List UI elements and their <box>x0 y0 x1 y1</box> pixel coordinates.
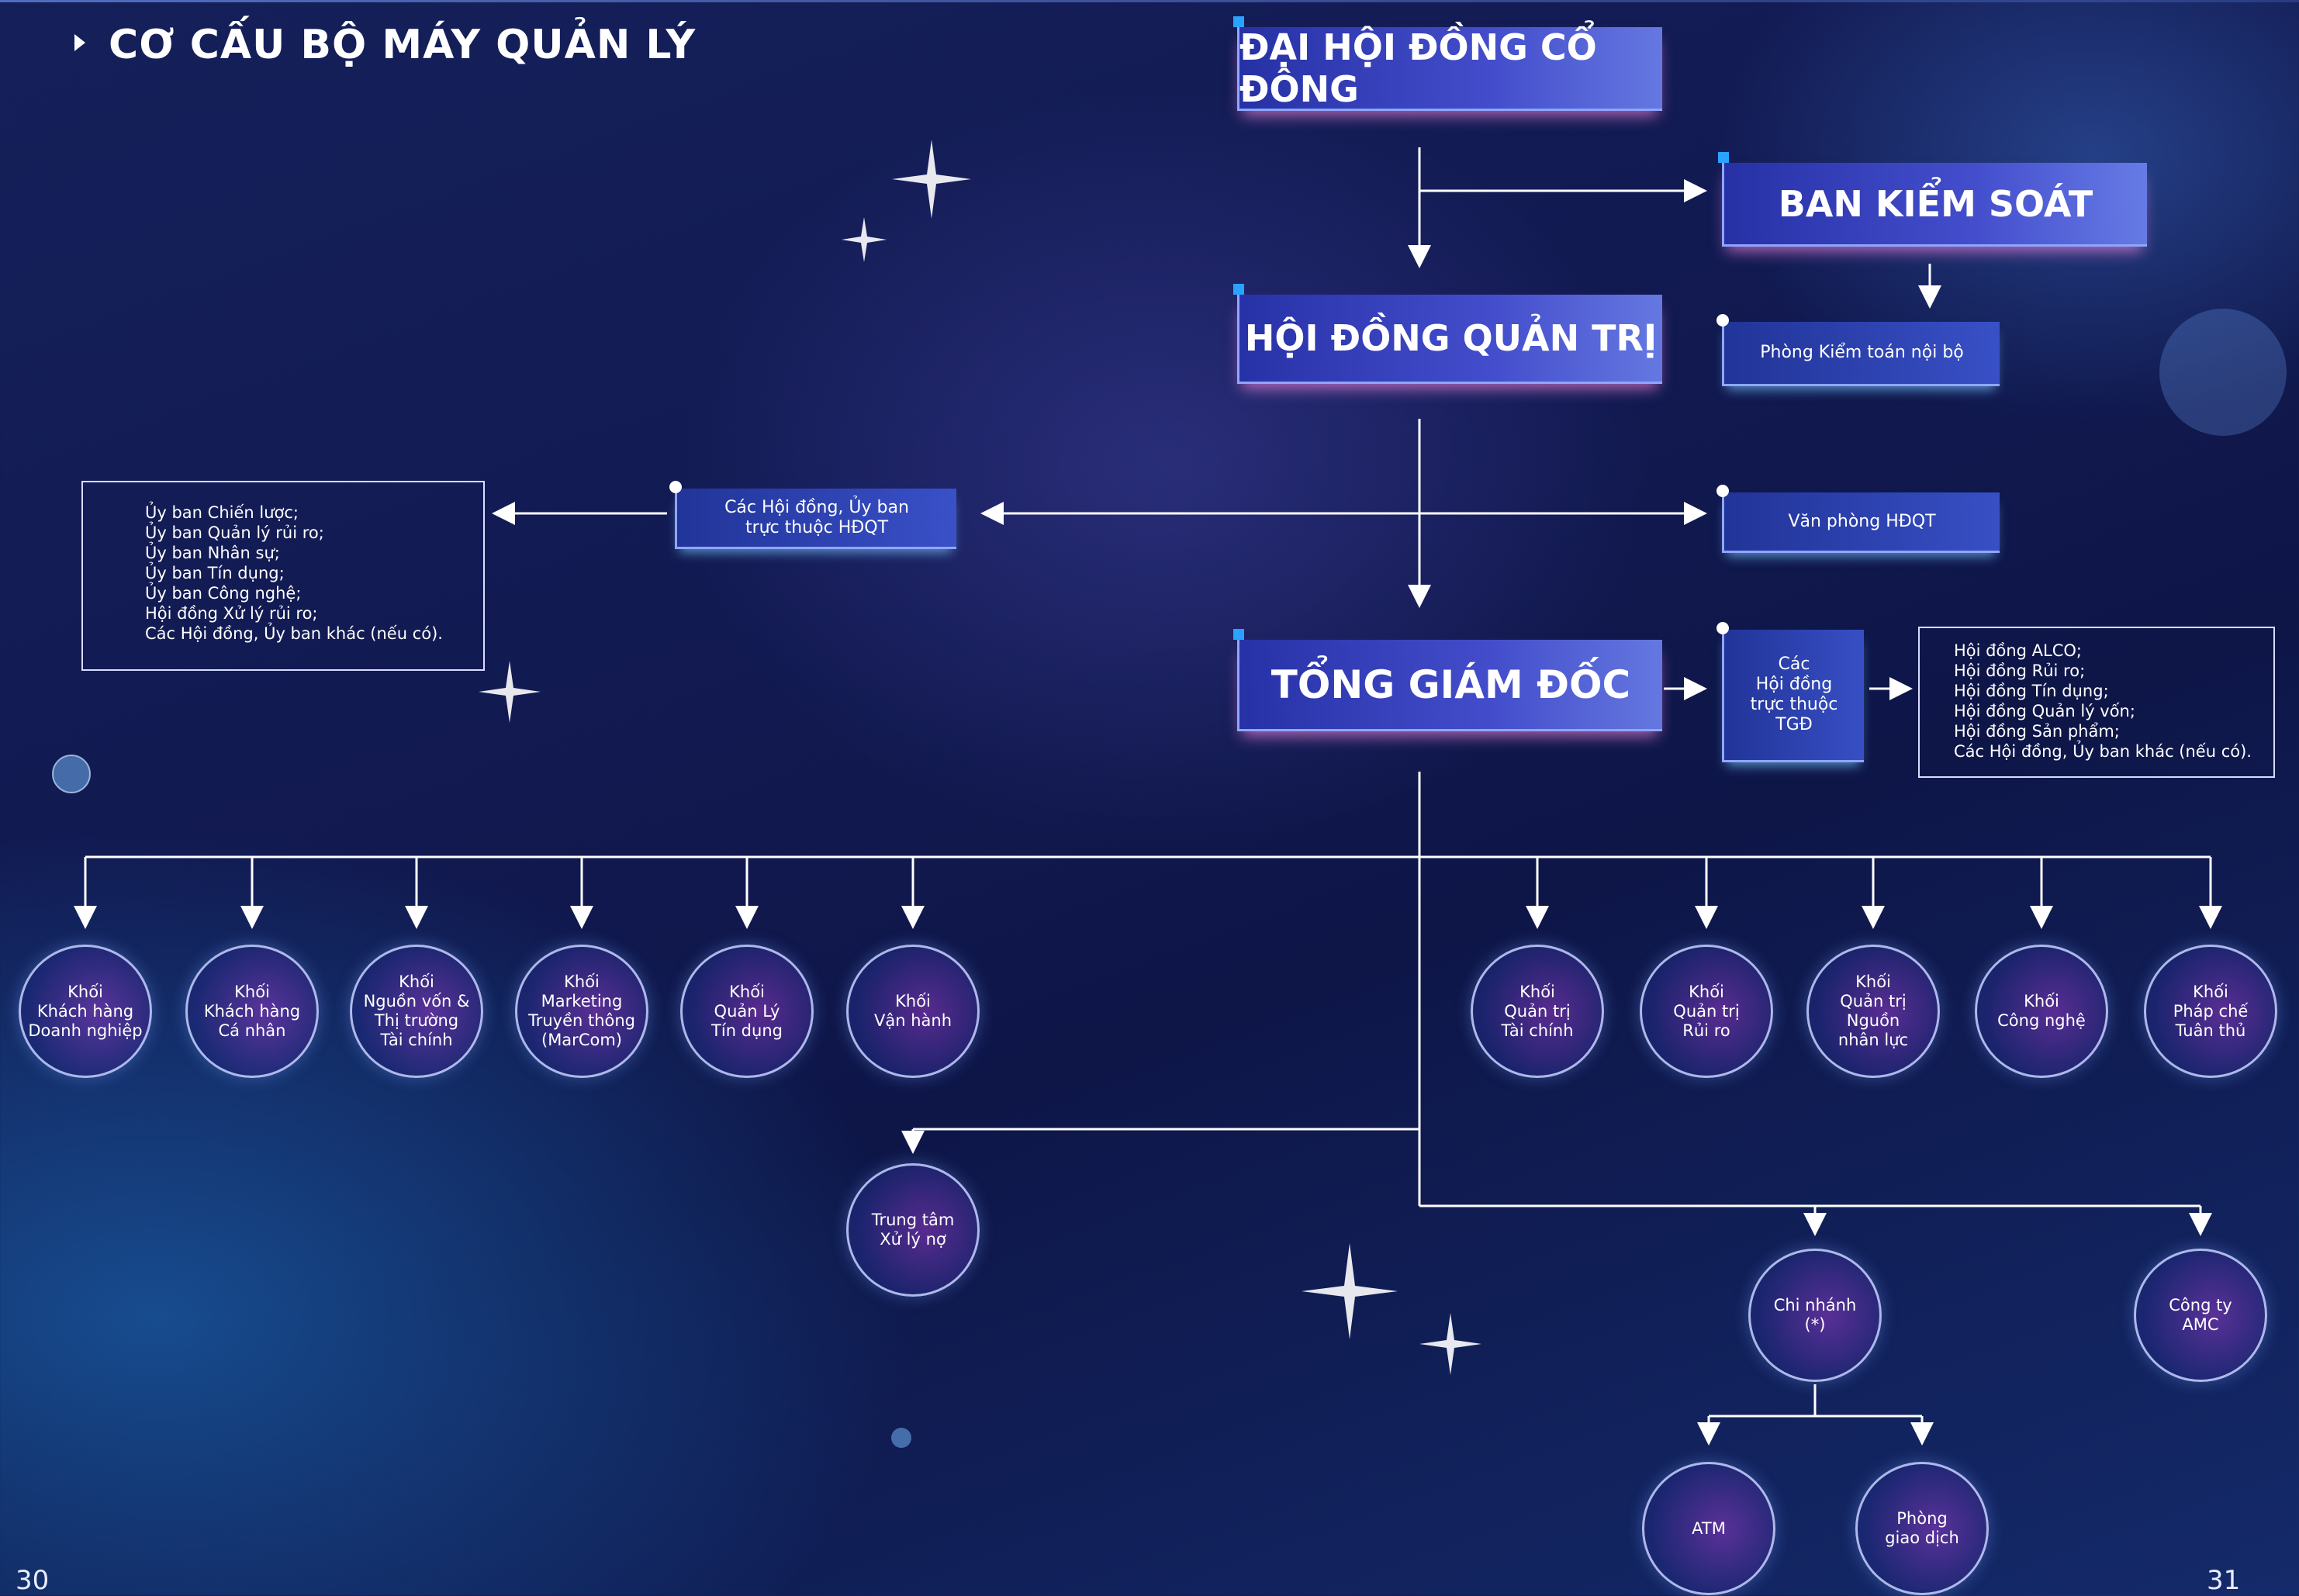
box-label: TỔNG GIÁM ĐỐC <box>1270 662 1631 707</box>
page-title: CƠ CẤU BỘ MÁY QUẢN LÝ <box>109 22 697 68</box>
hdqt-committee-list: Ủy ban Chiến lược; Ủy ban Quản lý rủi ro… <box>81 481 485 671</box>
circle-label: ATM <box>1692 1518 1726 1538</box>
box-van-phong-hdqt: Văn phòng HĐQT <box>1716 485 2000 553</box>
circle-label: Khối Nguồn vốn & Thị trường Tài chính <box>363 972 470 1049</box>
list-item: Các Hội đồng, Ủy ban khác (nếu có). <box>1954 742 2252 761</box>
unit-phong-giao-dich: Phòng giao dịch <box>1855 1462 1989 1595</box>
node-dot <box>1716 314 1729 326</box>
block-marketing: Khối Marketing Truyền thông (MarCom) <box>515 945 648 1078</box>
circle-label: Phòng giao dịch <box>1885 1509 1959 1547</box>
circle-label: Khối Quản trị Rủi ro <box>1673 982 1740 1040</box>
list-item: Hội đồng Rủi ro; <box>1954 662 2086 680</box>
block-nguon-von-thi-truong: Khối Nguồn vốn & Thị trường Tài chính <box>350 945 483 1078</box>
circle-label: Trung tâm Xử lý nợ <box>871 1211 955 1249</box>
block-quan-tri-rui-ro: Khối Quản trị Rủi ro <box>1640 945 1773 1078</box>
box-hoi-dong-uy-ban-hdqt: Các Hội đồng, Ủy ban trực thuộc HĐQT <box>669 481 956 549</box>
circle-label: Công ty AMC <box>2169 1296 2232 1334</box>
list-item: Các Hội đồng, Ủy ban khác (nếu có). <box>145 624 443 643</box>
list-item: Hội đồng Quản lý vốn; <box>1954 702 2135 720</box>
circle-label: Khối Quản trị Nguồn nhân lực <box>1837 972 1909 1049</box>
box-ban-kiem-soat: BAN KIỂM SOÁT <box>1718 152 2147 247</box>
corner-marker <box>1233 629 1244 640</box>
circle-label: Khối Công nghệ <box>1997 992 2086 1030</box>
block-phap-che-tuan-thu: Khối Pháp chế Tuân thủ <box>2144 945 2277 1078</box>
block-quan-tri-tai-chinh: Khối Quản trị Tài chính <box>1471 945 1604 1078</box>
block-khach-hang-doanh-nghiep: Khối Khách hàng Doanh nghiệp <box>19 945 152 1078</box>
circle-label: Khối Quản Lý Tín dụng <box>711 982 783 1040</box>
circle-label: Khối Khách hàng Doanh nghiệp <box>28 982 143 1040</box>
corner-marker <box>1233 284 1244 295</box>
unit-trung-tam-xu-ly-no: Trung tâm Xử lý nợ <box>846 1163 980 1297</box>
block-quan-tri-nhan-luc: Khối Quản trị Nguồn nhân lực <box>1806 945 1940 1078</box>
page-number-left: 30 <box>16 1565 50 1596</box>
box-label: HỘI ĐỒNG QUẢN TRỊ <box>1244 317 1658 359</box>
corner-marker <box>1718 152 1729 163</box>
list-item: Ủy ban Nhân sự; <box>145 544 280 562</box>
node-dot <box>1716 485 1729 497</box>
circle-label: Khối Marketing Truyền thông (MarCom) <box>527 972 636 1049</box>
circle-label: Khối Quản trị Tài chính <box>1501 982 1574 1040</box>
block-cong-nghe: Khối Công nghệ <box>1975 945 2108 1078</box>
block-van-hanh: Khối Vận hành <box>846 945 980 1078</box>
top-border-line <box>0 0 2299 2</box>
list-item: Hội đồng ALCO; <box>1954 641 2082 660</box>
circle-label: Khối Vận hành <box>873 992 952 1030</box>
list-item: Hội đồng Tín dụng; <box>1954 682 2109 700</box>
list-item: Hội đồng Sản phẩm; <box>1954 722 2120 741</box>
circle-label: Khối Pháp chế Tuân thủ <box>2173 982 2249 1040</box>
box-label: ĐẠI HỘI ĐỒNG CỔ ĐÔNG <box>1239 26 1597 110</box>
box-label: BAN KIỂM SOÁT <box>1778 182 2093 225</box>
title-bullet-icon <box>74 34 85 51</box>
unit-atm: ATM <box>1642 1462 1775 1595</box>
list-item: Hội đồng Xử lý rủi ro; <box>145 604 318 623</box>
unit-cong-ty-amc: Công ty AMC <box>2134 1249 2267 1382</box>
unit-chi-nhanh: Chi nhánh (*) <box>1748 1249 1882 1382</box>
box-label: Các Hội đồng, Ủy ban trực thuộc HĐQT <box>724 497 909 537</box>
box-hoi-dong-tgd: Các Hội đồng trực thuộc TGĐ <box>1716 622 1864 762</box>
list-item: Ủy ban Tín dụng; <box>145 564 285 582</box>
list-item: Ủy ban Công nghệ; <box>145 584 302 603</box>
node-dot <box>1716 622 1729 634</box>
block-khach-hang-ca-nhan: Khối Khách hàng Cá nhân <box>185 945 319 1078</box>
box-tong-giam-doc: TỔNG GIÁM ĐỐC <box>1233 629 1662 731</box>
box-dai-hoi-dong-co-dong: ĐẠI HỘI ĐỒNG CỔ ĐÔNG <box>1233 16 1662 111</box>
tgd-council-list: Hội đồng ALCO; Hội đồng Rủi ro; Hội đồng… <box>1918 627 2275 778</box>
box-label: Phòng Kiểm toán nội bộ <box>1760 343 1964 362</box>
block-quan-ly-tin-dung: Khối Quản Lý Tín dụng <box>680 945 814 1078</box>
corner-marker <box>1233 16 1244 27</box>
box-hoi-dong-quan-tri: HỘI ĐỒNG QUẢN TRỊ <box>1233 284 1662 384</box>
box-label: Các Hội đồng trực thuộc TGĐ <box>1750 655 1838 734</box>
list-item: Ủy ban Chiến lược; <box>145 503 299 522</box>
box-label: Văn phòng HĐQT <box>1788 511 1936 531</box>
box-phong-kiem-toan: Phòng Kiểm toán nội bộ <box>1716 314 2000 386</box>
page-number-right: 31 <box>2207 1565 2241 1596</box>
node-dot <box>669 481 682 493</box>
list-item: Ủy ban Quản lý rủi ro; <box>145 523 324 542</box>
circle-label: Chi nhánh (*) <box>1773 1296 1857 1334</box>
circle-label: Khối Khách hàng Cá nhân <box>203 982 301 1040</box>
